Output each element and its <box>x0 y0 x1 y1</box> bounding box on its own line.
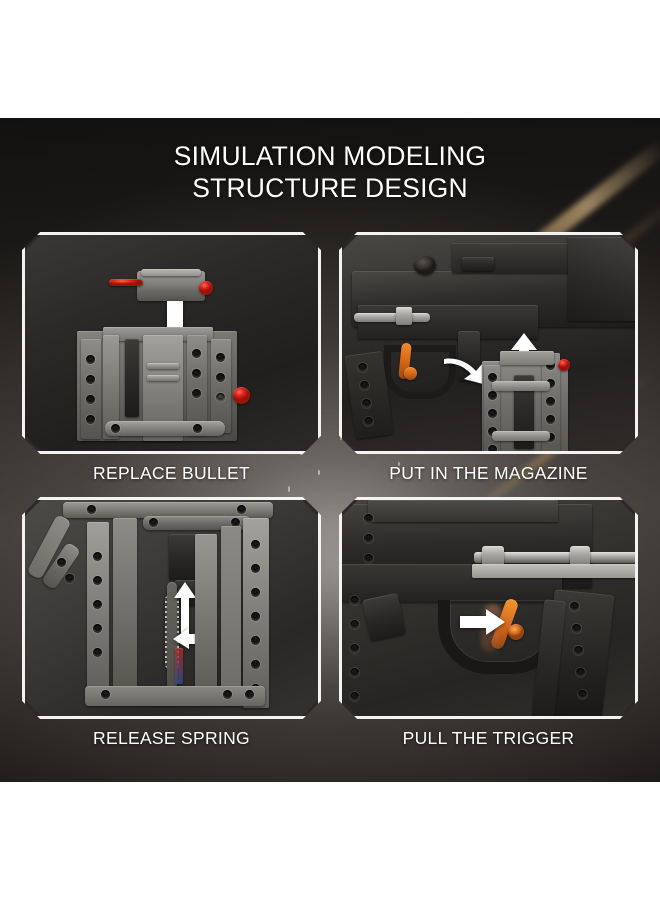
magazine-red-pin <box>558 359 570 371</box>
beam-column-left-2 <box>113 518 137 702</box>
bottom-cross-beam <box>85 686 265 706</box>
top-cross-beam <box>63 502 273 518</box>
trigger-lever-tip <box>404 367 417 380</box>
panel-frame <box>339 232 638 454</box>
up-arrow-icon <box>173 582 197 634</box>
barrel-collar <box>396 307 412 325</box>
rifle-handguard <box>358 305 538 339</box>
barrel <box>474 552 635 563</box>
panel-image-release-spring <box>25 500 318 716</box>
panel-image-put-in-the-magazine <box>342 235 635 451</box>
charging-handle-knob <box>414 255 436 275</box>
technic-beam-left-2 <box>103 335 119 439</box>
beam-column-left <box>87 522 109 698</box>
receiver-top-lip <box>103 327 213 341</box>
chamber-ridge <box>147 375 179 381</box>
magazine-crossbar <box>492 431 550 441</box>
panel-replace-bullet[interactable]: REPLACE BULLET <box>22 232 321 487</box>
receiver-upper-step <box>368 500 558 522</box>
chamber-ridge <box>147 363 179 369</box>
sight-block <box>462 257 494 271</box>
indicator-stripe <box>175 648 183 684</box>
panel-caption-replace-bullet: REPLACE BULLET <box>93 463 250 483</box>
spring-rod <box>167 582 177 702</box>
cross-axle <box>105 421 225 436</box>
bullet-tip-right <box>199 281 213 295</box>
bullet-block-top <box>141 269 201 276</box>
technic-beam-right <box>187 335 207 435</box>
panel-put-in-the-magazine[interactable]: PUT IN THE MAGAZINE <box>339 232 638 487</box>
trigger-lever-tip <box>508 624 524 640</box>
panel-image-replace-bullet <box>25 235 318 451</box>
chamber-slot <box>125 339 139 417</box>
feature-panel-grid: REPLACE BULLET <box>22 232 638 752</box>
panel-frame <box>22 232 321 454</box>
panel-image-pull-the-trigger <box>342 500 635 716</box>
panel-caption-pull-the-trigger: PULL THE TRIGGER <box>402 728 575 748</box>
barrel-collar <box>570 546 590 566</box>
feature-banner: SIMULATION MODELING STRUCTURE DESIGN <box>0 118 660 782</box>
technic-beam-right-2 <box>211 339 231 433</box>
right-arrow-icon <box>460 608 506 636</box>
panel-release-spring[interactable]: RELEASE SPRING <box>22 497 321 752</box>
panel-pull-the-trigger[interactable]: PULL THE TRIGGER <box>339 497 638 752</box>
trigger-guard <box>384 345 456 399</box>
magazine-top-plate <box>500 351 554 365</box>
panel-caption-put-in-the-magazine: PUT IN THE MAGAZINE <box>389 463 588 483</box>
magazine-well <box>458 331 480 381</box>
bullet-rod-left <box>109 279 143 286</box>
bullet-tip-loaded <box>233 387 250 404</box>
bullet-block <box>137 271 205 301</box>
barrel-collar <box>482 546 504 566</box>
title-line-2: STRUCTURE DESIGN <box>192 173 468 203</box>
magazine-crossbar <box>492 381 550 391</box>
panel-caption-release-spring: RELEASE SPRING <box>93 728 250 748</box>
rifle-stock <box>568 237 635 321</box>
panel-frame <box>22 497 321 719</box>
beam-column-center <box>195 534 217 700</box>
title-line-1: SIMULATION MODELING <box>173 141 487 171</box>
handguard-plate <box>472 564 635 578</box>
curved-arrow-icon <box>442 353 486 387</box>
barrel <box>354 313 430 322</box>
beam-column-right <box>221 526 241 704</box>
page-title: SIMULATION MODELING STRUCTURE DESIGN <box>0 140 660 204</box>
magazine-inner-slot <box>514 375 534 449</box>
panel-frame <box>339 497 638 719</box>
technic-beam-left <box>81 339 101 439</box>
